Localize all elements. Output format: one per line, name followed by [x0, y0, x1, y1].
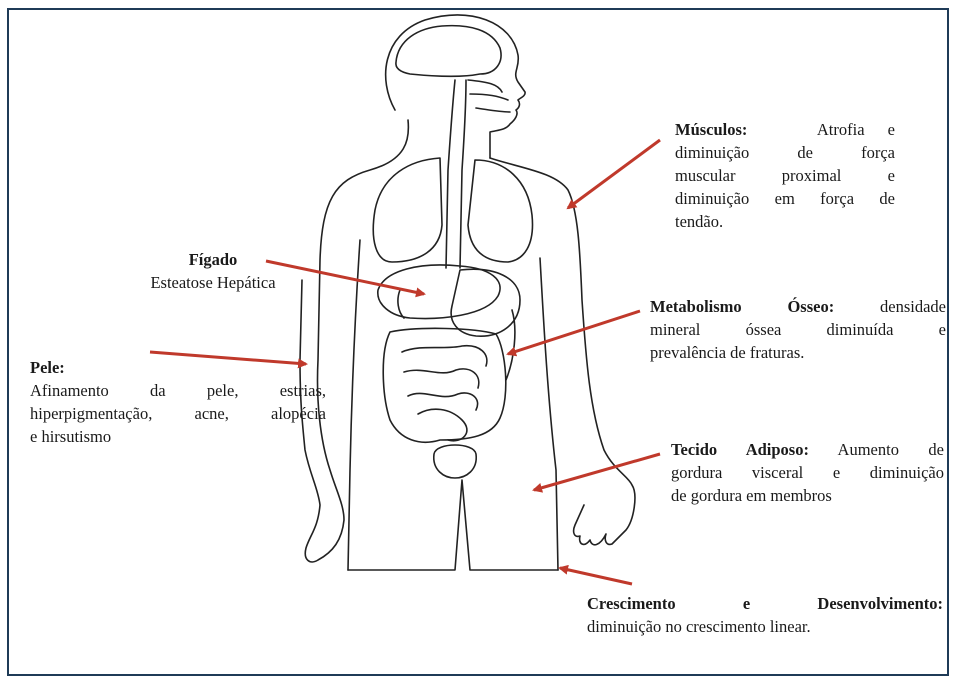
arrow-musculos — [568, 140, 660, 208]
label-crescimento: Crescimento e Desenvolvimento: diminuiçã… — [587, 592, 943, 638]
musculos-line-2: diminuição de força — [675, 141, 895, 164]
crescimento-text: diminuição no crescimento linear. — [587, 615, 943, 638]
metabolismo-line-3: prevalência de fraturas. — [650, 341, 946, 364]
tecido-line-3: de gordura em membros — [671, 484, 944, 507]
musculos-line-3: muscular proximal e — [675, 164, 895, 187]
label-figado: Fígado Esteatose Hepática — [128, 248, 298, 294]
crescimento-title-word-2: e — [743, 592, 750, 615]
pele-line-3: e hirsutismo — [30, 425, 326, 448]
tecido-title: Tecido Adiposo: — [671, 440, 809, 459]
label-pele: Pele: Afinamento da pele, estrias, hiper… — [30, 356, 326, 448]
crescimento-title-word-3: Desenvolvimento: — [817, 592, 943, 615]
musculos-title: Músculos: — [675, 120, 747, 139]
crescimento-title-word-1: Crescimento — [587, 592, 676, 615]
metabolismo-line-1: densidade — [880, 297, 946, 316]
tecido-line-2: gordura visceral e diminuição — [671, 461, 944, 484]
figado-title: Fígado — [189, 250, 238, 269]
metabolismo-line-2: mineral óssea diminuída e — [650, 318, 946, 341]
pele-line-2: hiperpigmentação, acne, alopécia — [30, 402, 326, 425]
musculos-line-1: Atrofia e — [817, 120, 895, 139]
pele-line-1: Afinamento da pele, estrias, — [30, 379, 326, 402]
label-metabolismo: Metabolismo Ósseo: densidade mineral óss… — [650, 295, 946, 364]
label-tecido: Tecido Adiposo: Aumento de gordura visce… — [671, 438, 944, 507]
figado-text: Esteatose Hepática — [128, 271, 298, 294]
musculos-line-4: diminuição em força de — [675, 187, 895, 210]
pele-title: Pele: — [30, 358, 65, 377]
arrow-tecido — [534, 454, 660, 490]
arrow-crescimento — [560, 568, 632, 584]
label-musculos: Músculos: Atrofia e diminuição de força … — [675, 118, 895, 233]
tecido-line-1: Aumento de — [838, 440, 944, 459]
metabolismo-title: Metabolismo Ósseo: — [650, 297, 834, 316]
musculos-line-5: tendão. — [675, 210, 895, 233]
body-outline — [300, 15, 635, 570]
arrow-metabolismo — [508, 311, 640, 354]
